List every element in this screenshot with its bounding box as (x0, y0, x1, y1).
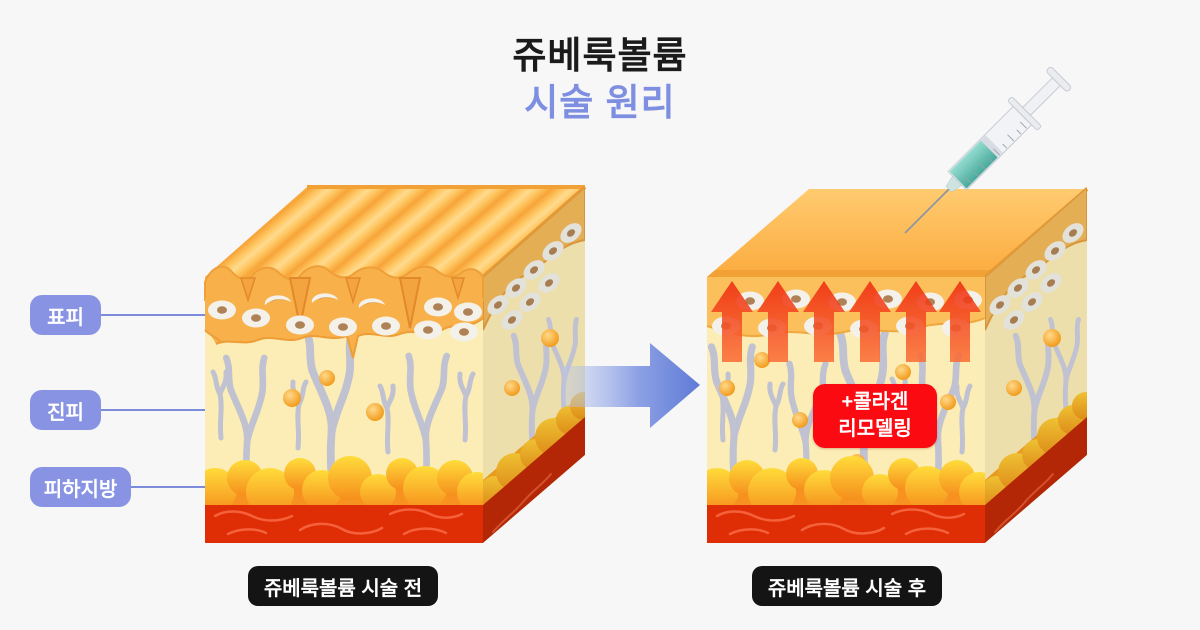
collagen-up-arrows-icon (711, 281, 981, 362)
label-dermis-leader-line (101, 409, 255, 411)
skin-block-before (204, 185, 587, 543)
page-title: 쥬베룩볼륨 시술 원리 (0, 32, 1200, 126)
fat-layer (707, 456, 985, 516)
label-subcutaneous-fat-leader-line (131, 486, 267, 488)
filler-particle (754, 352, 770, 368)
label-subcutaneous-fat-text: 피하지방 (43, 478, 118, 501)
label-epidermis-leader-line (101, 314, 255, 316)
caption-before-text: 쥬베룩볼륨 시술 전 (263, 577, 423, 600)
label-dermis-text: 진피 (47, 401, 84, 424)
skin-block-after (706, 66, 1089, 543)
collagen-remodeling-badge: +콜라겐 리모델링 (813, 384, 937, 448)
muscle-layer (205, 505, 483, 543)
syringe-icon (904, 66, 1072, 234)
caption-before: 쥬베룩볼륨 시술 전 (248, 566, 438, 606)
wrinkle-fold (239, 277, 257, 303)
label-dermis: 진피 (30, 390, 101, 430)
fat-layer (205, 456, 483, 516)
label-subcutaneous-fat: 피하지방 (30, 467, 131, 507)
label-epidermis: 표피 (30, 295, 101, 335)
filler-particle (283, 389, 301, 407)
title-subtitle: 시술 원리 (524, 82, 676, 123)
title-product-name: 쥬베룩볼륨 (512, 35, 688, 76)
muscle-layer (707, 505, 985, 543)
side-face-before (483, 187, 585, 543)
wrinkle-fold (288, 277, 312, 327)
collagen-badge-line1: +콜라겐 (841, 391, 909, 413)
caption-after: 쥬베룩볼륨 시술 후 (752, 566, 942, 606)
filler-particle (940, 394, 956, 410)
filler-particle (319, 370, 335, 386)
filler-particle (895, 364, 911, 380)
filler-particle (792, 412, 808, 428)
filler-particle (719, 380, 735, 396)
transform-arrow-icon (563, 343, 700, 428)
collagen-badge-line2: 리모델링 (838, 418, 912, 440)
wrinkle-fold (345, 277, 361, 305)
filler-particle (366, 403, 384, 421)
wrinkle-fold (450, 277, 466, 301)
caption-after-text: 쥬베룩볼륨 시술 후 (767, 577, 927, 600)
label-epidermis-text: 표피 (47, 306, 84, 329)
epidermis-layer-wrinkled (204, 265, 484, 359)
side-face-after (985, 187, 1087, 543)
wrinkle-fold (398, 277, 422, 329)
